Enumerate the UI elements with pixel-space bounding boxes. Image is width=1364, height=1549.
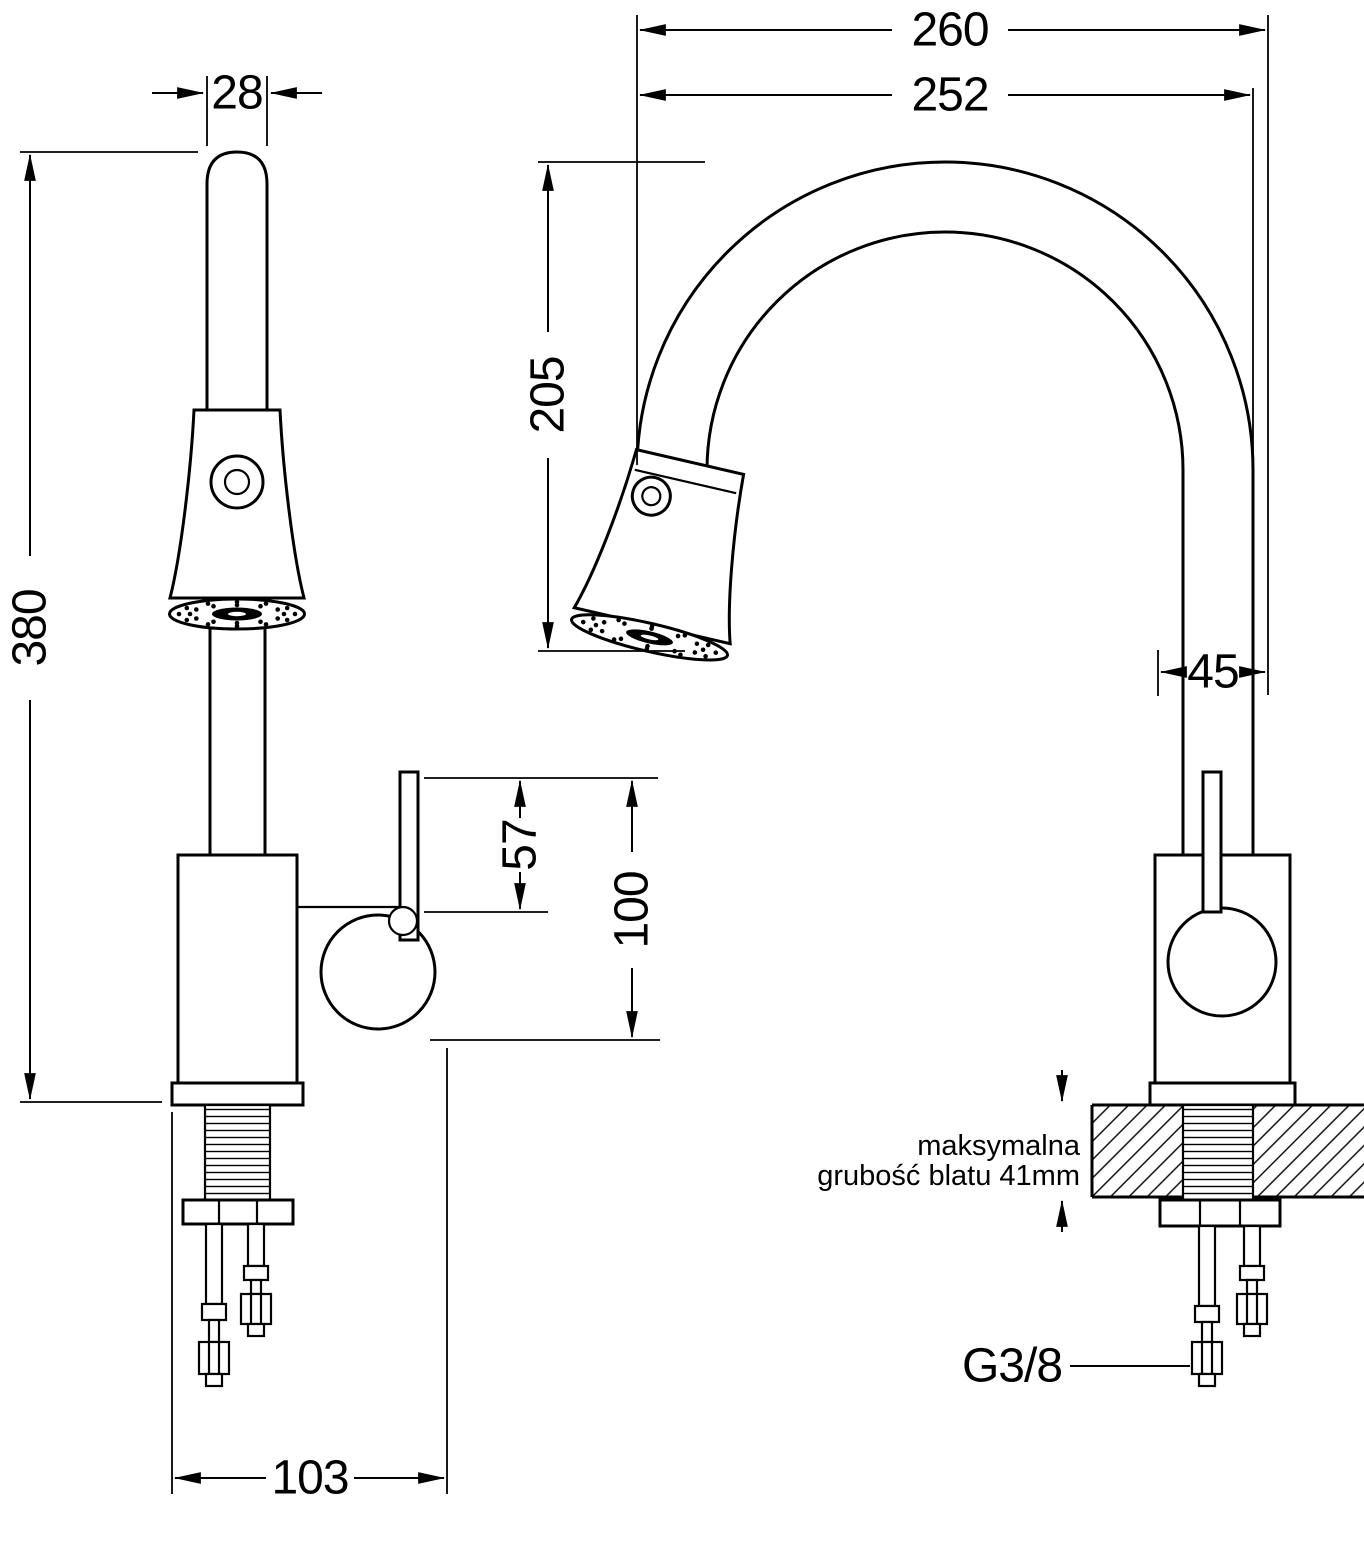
aerator-dots-side [580, 616, 719, 659]
dim-overall-reach-label: 260 [911, 4, 988, 57]
spray-head-side [569, 447, 746, 662]
base-flange-front [170, 1081, 305, 1107]
supply-hose-left-side [1190, 1224, 1224, 1388]
dim-base-length-label: 103 [271, 1452, 348, 1505]
dim-riser-width-label: 45 [1187, 646, 1238, 699]
spout-pipe-front [205, 150, 269, 412]
dim-base-length: 103 [171, 1048, 448, 1505]
dim-lever-height: 100 [430, 779, 660, 1041]
dim-overall-reach: 260 [636, 4, 1269, 695]
dim-lever-height-label: 100 [606, 871, 659, 948]
thread-size-label: G3/8 [962, 1340, 1062, 1393]
threaded-shank-front [203, 1103, 272, 1202]
base-flange-side [1148, 1081, 1297, 1107]
handle-lever-front [398, 770, 420, 942]
supply-hose-right-front [239, 1222, 273, 1338]
gooseneck-spout [635, 160, 1255, 858]
dim-lever-top-offset-label: 57 [494, 819, 547, 870]
handle-lever-side [1201, 770, 1223, 914]
spray-button-inner-side [641, 486, 662, 507]
dim-spout-reach: 252 [638, 69, 1254, 468]
counter-thickness-note: maksymalna grubość blatu 41mm [817, 1070, 1081, 1232]
handle-hub-side [1166, 906, 1278, 1018]
dim-spout-height-label: 205 [522, 356, 575, 433]
thread-size-callout: G3/8 [962, 1340, 1190, 1393]
mounting-nut-side [1158, 1198, 1282, 1228]
mounting-nut-front [181, 1198, 295, 1226]
dim-riser-width: 45 [1157, 646, 1267, 699]
dim-total-height-label: 380 [4, 589, 57, 666]
riser-pipe-front [208, 624, 267, 860]
front-view: 28 380 57 100 [4, 67, 660, 1505]
aerator-core-hole-front [228, 611, 246, 617]
threaded-shank-side [1181, 1103, 1255, 1202]
aerator-dots-front [176, 599, 298, 629]
side-view: 260 252 205 45 maksymalna [522, 4, 1364, 1393]
dim-spout-pipe-width-label: 28 [211, 67, 262, 120]
dim-spout-pipe-width: 28 [152, 67, 322, 146]
dim-total-height: 380 [4, 151, 198, 1103]
handle-pivot-front [387, 905, 419, 937]
aerator-core-hole-side [640, 634, 659, 641]
spray-button-inner-front [223, 468, 251, 496]
dim-spout-height: 205 [522, 161, 705, 652]
faucet-body-front [176, 853, 299, 1085]
dim-spout-reach-label: 252 [911, 69, 988, 122]
dim-lever-top-offset: 57 [424, 777, 658, 913]
counter-note-line1: maksymalna [917, 1130, 1081, 1162]
supply-hose-right-side [1235, 1224, 1269, 1338]
counter-slab [1090, 1103, 1364, 1199]
counter-note-line2: grubość blatu 41mm [817, 1160, 1080, 1192]
supply-hose-left-front [197, 1222, 231, 1388]
handle-hub-front [319, 913, 437, 1031]
